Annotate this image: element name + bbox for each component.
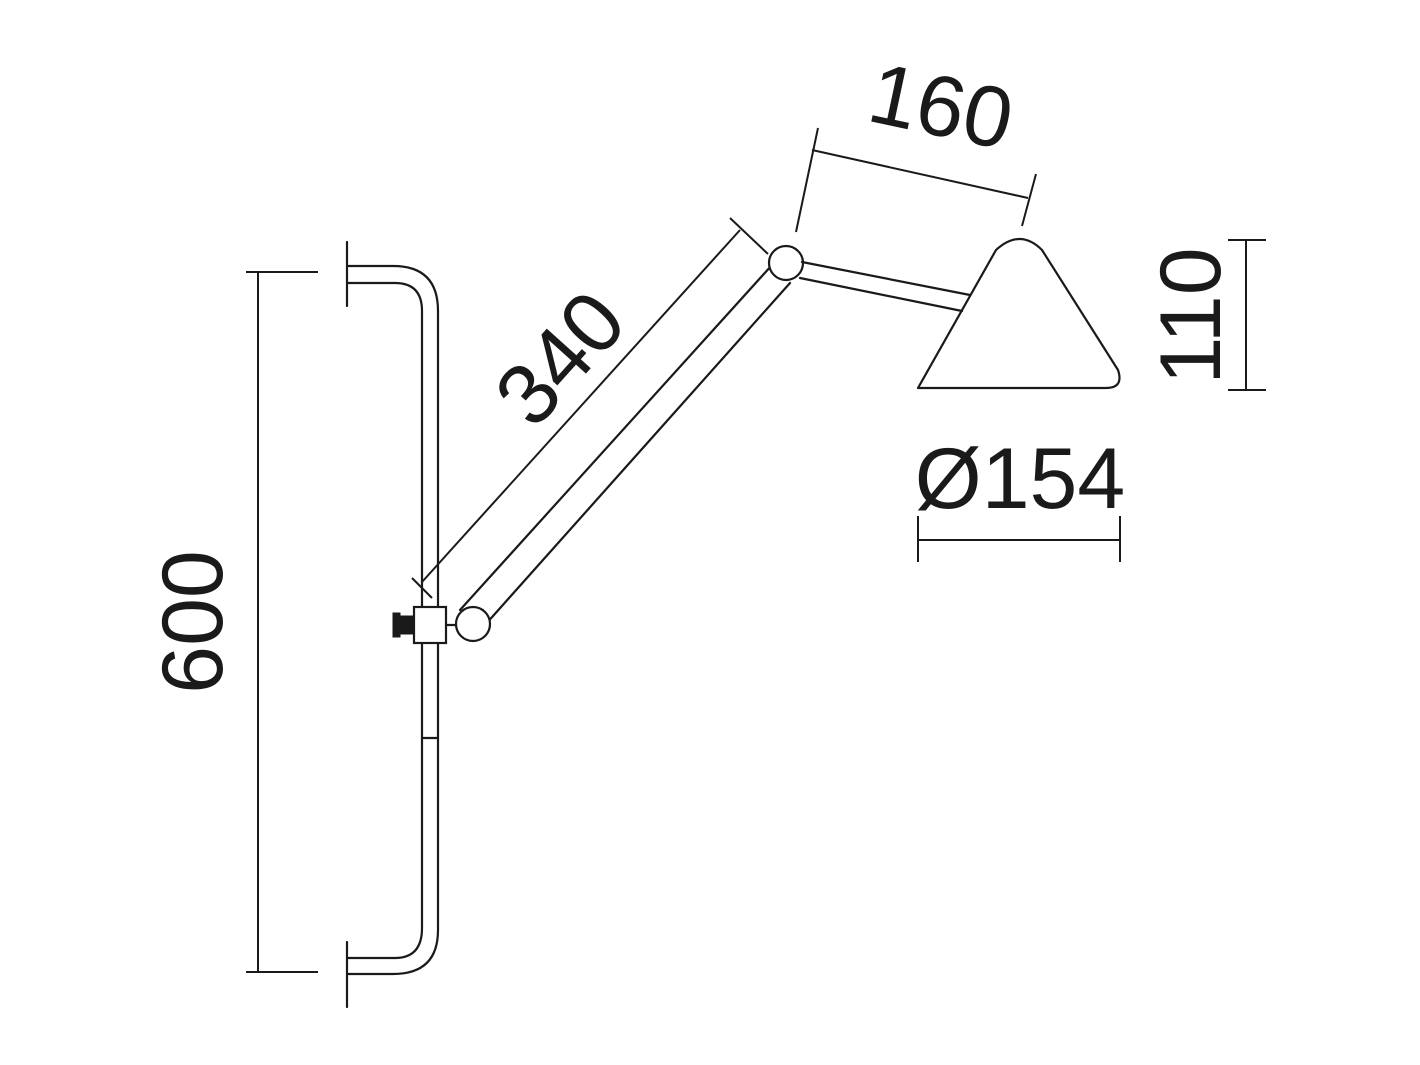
dimension-154: Ø154	[915, 431, 1125, 562]
dim-340-ext-lower	[411, 577, 433, 599]
main-arm-edge-bottom	[483, 281, 792, 627]
clamp-knob-cap	[392, 612, 401, 638]
head-arm	[798, 260, 972, 313]
clamp-knob	[399, 615, 415, 635]
rod-clamp	[392, 605, 460, 645]
main-arm-edge-top	[458, 263, 774, 612]
dim-160-line	[811, 149, 1029, 199]
dim-110-label: 110	[1143, 247, 1239, 384]
dimension-110: 110	[1143, 239, 1266, 391]
dim-600-label: 600	[145, 550, 241, 694]
dim-340-line	[421, 229, 741, 583]
dim-160-ext-right	[1021, 173, 1037, 227]
rod-outer-contour	[345, 264, 440, 976]
dimension-340: 340	[411, 217, 769, 599]
dim-340-label: 340	[477, 273, 644, 444]
dimension-160: 160	[795, 45, 1037, 233]
dim-340-ext-upper	[729, 217, 769, 255]
head-arm-edge-top	[800, 260, 972, 297]
lower-pivot-joint	[454, 605, 492, 643]
head-arm-edge-bottom	[798, 276, 964, 313]
dim-154-label: Ø154	[915, 431, 1125, 527]
dimension-600: 600	[145, 271, 318, 973]
main-arm	[454, 244, 805, 643]
dim-160-label: 160	[861, 45, 1021, 169]
dim-160-ext-left	[795, 127, 819, 233]
lamp-shade	[916, 237, 1121, 390]
clamp-block	[412, 605, 448, 645]
upper-pivot-joint	[767, 244, 805, 282]
